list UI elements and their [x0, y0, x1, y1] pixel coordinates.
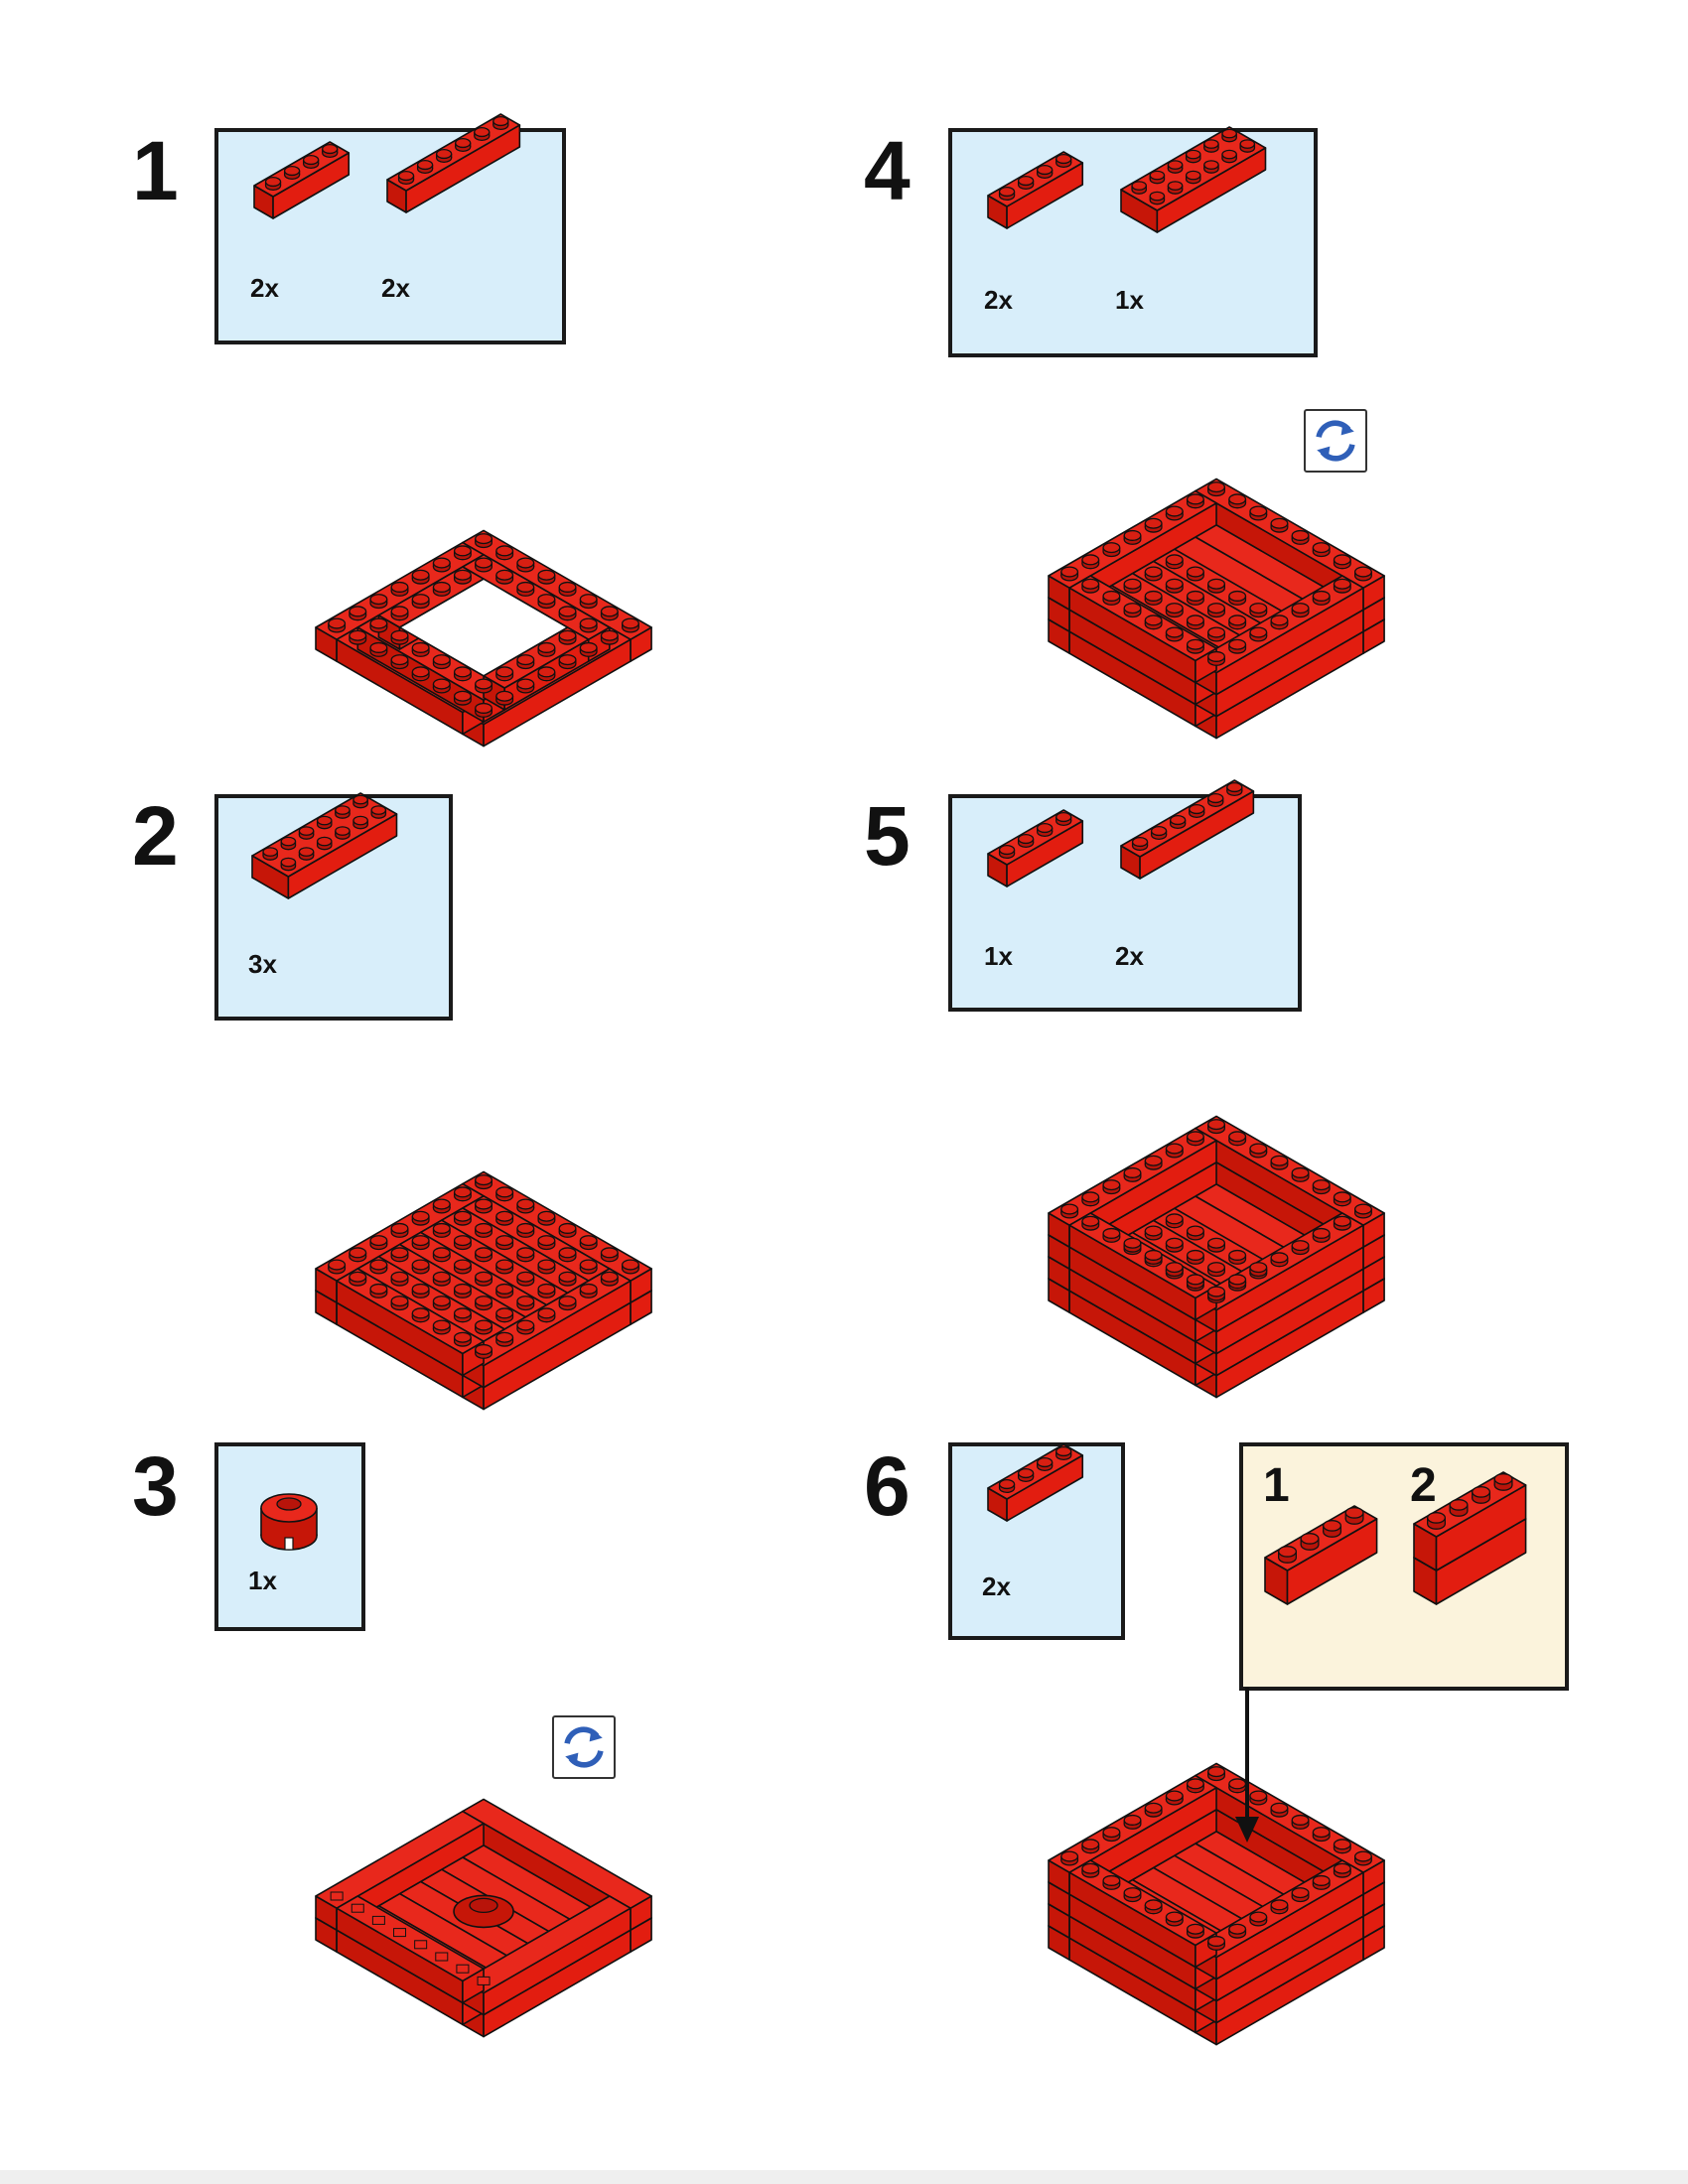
step-5-number: 5 [864, 789, 911, 883]
substep-1-number: 1 [1263, 1459, 1290, 1512]
step-5-parts-panel: 1x 2x [948, 779, 1302, 1012]
brick-2x6-part [251, 792, 398, 899]
brick-1x6-part [1120, 779, 1255, 880]
step-6-parts-panel: 2x [948, 1442, 1125, 1640]
brick-1x6-part [386, 113, 521, 213]
step-3-parts-panel: 1x [214, 1442, 365, 1631]
step-4-number: 4 [864, 124, 911, 217]
step-2-part-1-qty: 3x [248, 949, 277, 979]
substep-2-stacked-brick [1413, 1471, 1527, 1605]
brick-1x4-part [987, 1443, 1084, 1522]
step-2-model [315, 1170, 652, 1411]
step-4-part-1-qty: 2x [984, 285, 1013, 315]
round-brick-2x2-part [260, 1493, 318, 1551]
step-3-part-1-qty: 1x [248, 1566, 277, 1595]
rotate-model-icon [1304, 409, 1367, 473]
step-5-part-1-qty: 1x [984, 941, 1013, 971]
brick-1x4-part [987, 151, 1084, 229]
step-1-parts-panel: 2x 2x [214, 113, 566, 344]
step-3-model [315, 1798, 652, 2038]
brick-1x4-part [253, 141, 351, 219]
brick-2x6-part [1120, 126, 1267, 233]
step-6-part-1-qty: 2x [982, 1571, 1011, 1601]
brick-1x4-part [987, 809, 1084, 887]
step-4-part-2-qty: 1x [1115, 285, 1144, 315]
step-4-parts-panel: 2x 1x [948, 126, 1318, 357]
step-5-model [1048, 1115, 1385, 1399]
step-3-number: 3 [132, 1439, 179, 1533]
step-6-model [1048, 1762, 1385, 2046]
substep-2-number: 2 [1410, 1459, 1437, 1512]
step-6-substep-panel: 1 2 [1239, 1442, 1569, 1691]
step-4-model [1048, 478, 1385, 740]
step-1-part-2-qty: 2x [381, 273, 410, 303]
step-1-model [315, 529, 652, 748]
rotate-model-icon [552, 1715, 616, 1779]
step-1-number: 1 [132, 124, 179, 217]
substep-1-brick [1264, 1505, 1378, 1605]
step-2-number: 2 [132, 789, 179, 883]
step-5-part-2-qty: 2x [1115, 941, 1144, 971]
step-2-parts-panel: 3x [214, 792, 453, 1021]
placement-arrow [1235, 1688, 1259, 1843]
page-footer-band [0, 2170, 1688, 2184]
step-1-part-1-qty: 2x [250, 273, 279, 303]
step-6-number: 6 [864, 1439, 911, 1533]
